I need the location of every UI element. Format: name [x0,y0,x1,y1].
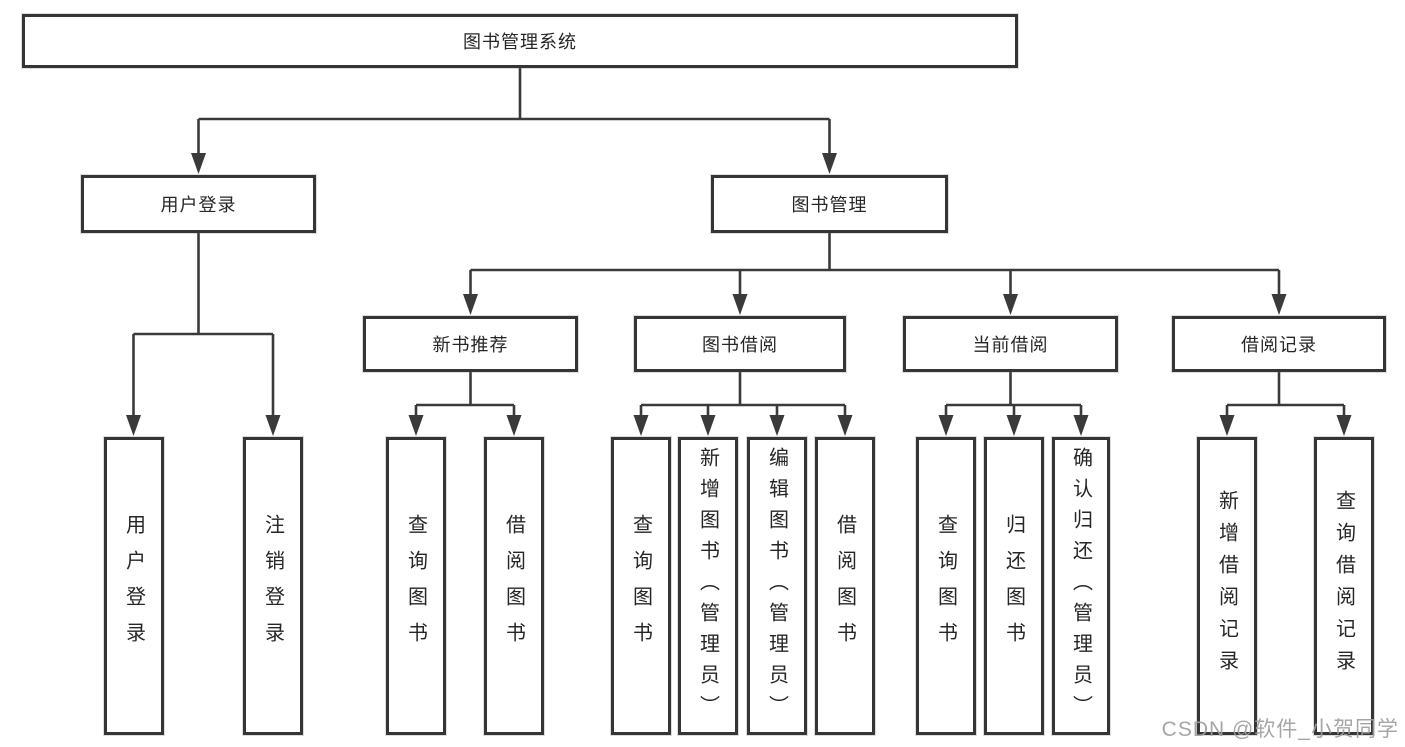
node-borrow-records: 借阅记录 [1172,316,1386,372]
node-book-borrow-label: 图书借阅 [702,335,778,355]
node-book-borrow: 图书借阅 [634,316,846,372]
leaf-confirm-return-admin: 确认归还（管理员） [1052,437,1110,735]
leaf-label: 借阅图书 [833,514,856,658]
leaf-label: 查询图书 [404,514,427,658]
leaf-query-books-borrow: 查询图书 [611,437,671,735]
node-current-borrow: 当前借阅 [903,316,1118,372]
leaf-user-login-label: 用户登录 [122,514,145,658]
leaf-return-books: 归还图书 [984,437,1044,735]
node-user-login-label: 用户登录 [160,195,237,215]
arrowhead-icons [126,153,1352,436]
leaf-query-books-current: 查询图书 [916,437,976,735]
node-book-management-label: 图书管理 [791,195,868,215]
leaf-label: 查询图书 [934,514,957,658]
leaf-add-books-admin: 新增图书（管理员） [678,437,738,735]
leaf-label: 查询借阅记录 [1332,490,1355,682]
leaf-label: 归还图书 [1002,514,1025,658]
leaf-borrow-books: 借阅图书 [815,437,875,735]
node-book-management: 图书管理 [711,175,948,233]
leaf-borrow-books-newbooks: 借阅图书 [484,437,544,735]
leaf-user-login: 用户登录 [104,437,164,735]
node-new-books-label: 新书推荐 [432,335,509,355]
node-root: 图书管理系统 [22,14,1018,68]
leaf-edit-books-admin: 编辑图书（管理员） [747,437,807,735]
node-new-books: 新书推荐 [363,316,578,372]
leaf-label: 新增借阅记录 [1215,490,1238,682]
leaf-query-books-newbooks: 查询图书 [386,437,446,735]
node-current-borrow-label: 当前借阅 [972,335,1049,355]
leaf-label: 编辑图书（管理员） [765,446,788,726]
leaf-label: 确认归还（管理员） [1069,446,1092,726]
leaf-label: 新增图书（管理员） [696,446,719,726]
node-user-login: 用户登录 [81,175,316,233]
leaf-label: 查询图书 [629,514,652,658]
leaf-logout-label: 注销登录 [261,514,284,658]
leaf-add-borrow-record: 新增借阅记录 [1197,437,1257,735]
leaf-query-borrow-record: 查询借阅记录 [1314,437,1374,735]
leaf-label: 借阅图书 [502,514,525,658]
leaf-logout: 注销登录 [243,437,303,735]
node-root-label: 图书管理系统 [463,32,577,52]
node-borrow-records-label: 借阅记录 [1241,335,1317,355]
